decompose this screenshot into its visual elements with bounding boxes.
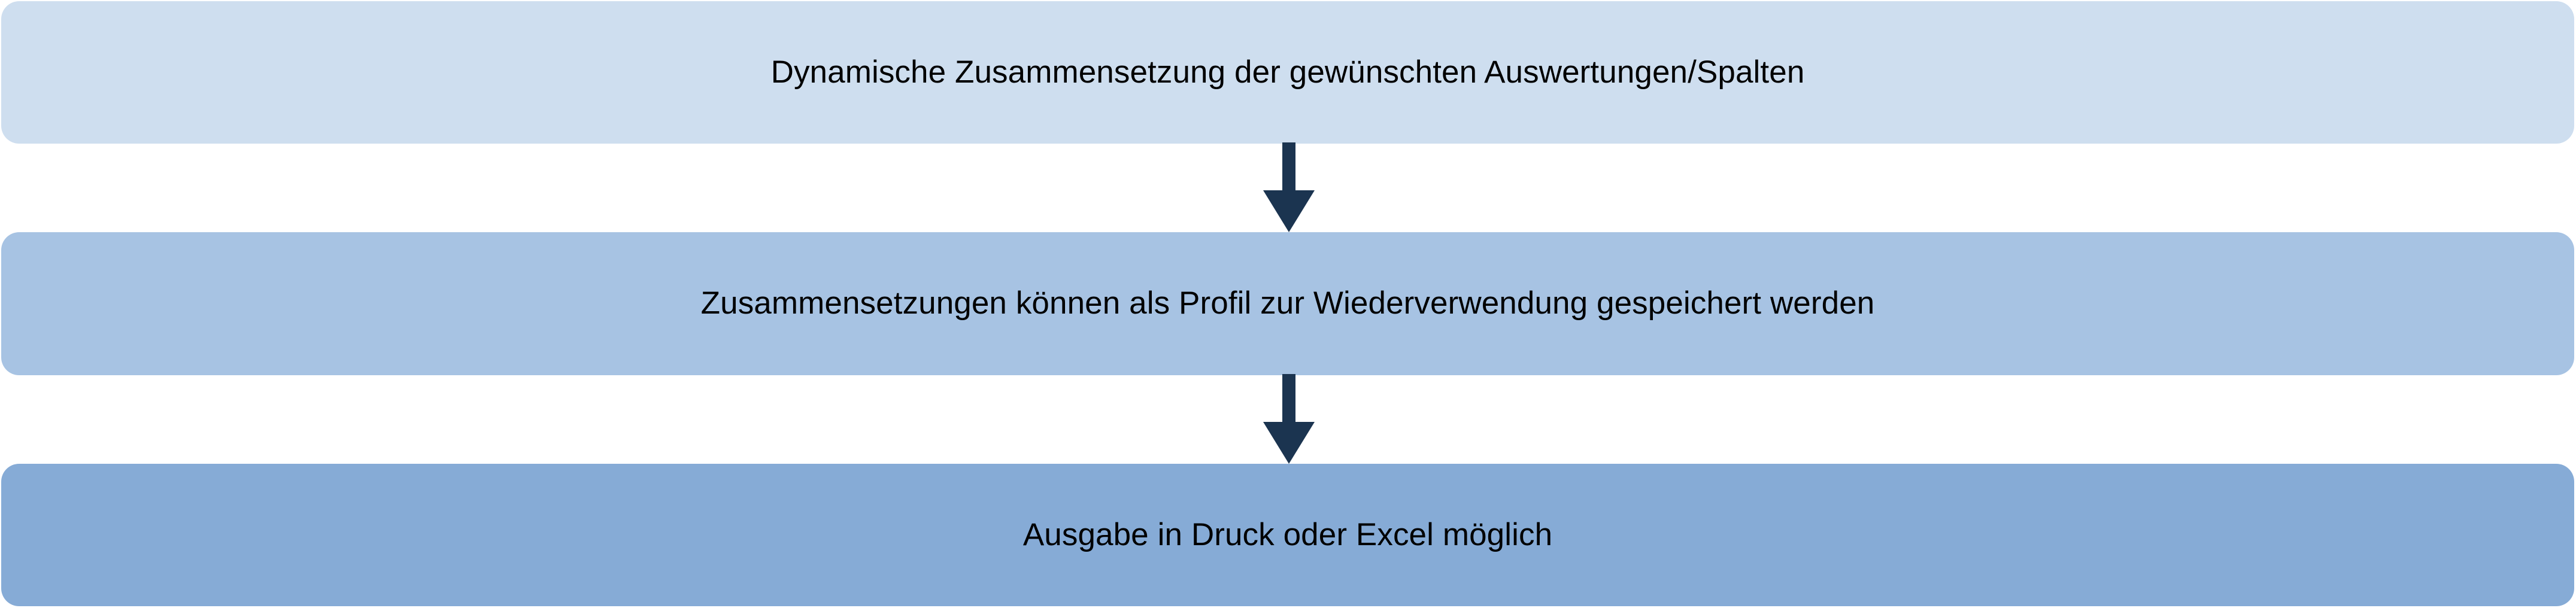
flow-node-1-label: Dynamische Zusammensetzung der gewünscht… (770, 54, 1805, 90)
flow-node-2-label: Zusammensetzungen können als Profil zur … (700, 285, 1875, 321)
flow-connector-arrow-2 (1263, 374, 1315, 464)
flow-connector-arrow-1 (1263, 142, 1315, 232)
flow-node-3-label: Ausgabe in Druck oder Excel möglich (1022, 516, 1553, 552)
flow-node-2[interactable]: Zusammensetzungen können als Profil zur … (1, 232, 2574, 375)
down-arrow-icon (1263, 374, 1315, 464)
flow-node-1[interactable]: Dynamische Zusammensetzung der gewünscht… (1, 1, 2574, 144)
down-arrow-icon (1263, 142, 1315, 232)
flow-node-3[interactable]: Ausgabe in Druck oder Excel möglich (1, 464, 2574, 606)
